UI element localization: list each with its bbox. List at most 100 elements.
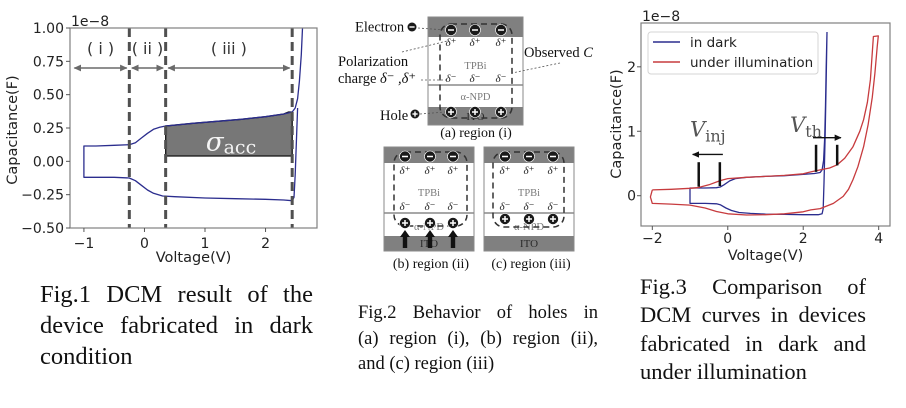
negative-polarization-charge: δ⁻	[400, 201, 411, 213]
ito-label: ITO	[520, 238, 538, 250]
caption-line: condition	[40, 343, 133, 370]
axes-frame	[640, 22, 891, 227]
y-tick-label: 1	[627, 124, 636, 140]
hole-icon	[445, 106, 457, 118]
hole-icon	[424, 217, 436, 229]
electron-icon	[447, 150, 459, 163]
threshold-label-inj: Vinj	[690, 118, 726, 146]
y-tick-label: −0.50	[21, 221, 64, 237]
hole-leader-line	[419, 111, 446, 115]
observed-prefix: Observed	[524, 45, 583, 61]
electron-icon	[523, 150, 535, 163]
ito-layer	[484, 236, 574, 251]
observed-capacitance-outline	[439, 23, 513, 119]
x-tick-label: 4	[874, 231, 883, 247]
y-tick-label: 0.75	[33, 54, 64, 70]
x-tick-label: 1	[201, 236, 210, 252]
sigma-acc-label: σacc	[206, 128, 256, 159]
threshold-symbol: V	[690, 118, 707, 142]
x-axis-label: Voltage(V)	[156, 250, 232, 266]
y-tick-label: −0.25	[21, 188, 64, 204]
y-axis-label: Capacitance(F)	[5, 75, 21, 184]
region-label: ( ii )	[132, 39, 164, 58]
sigma-subscript: acc	[224, 137, 257, 159]
polarization-charge-prefix: charge	[338, 71, 380, 87]
tpbi-layer	[428, 37, 523, 85]
tpbi-layer	[384, 163, 474, 213]
observed-symbol: C	[583, 45, 593, 61]
polarization-label: Polarization	[338, 54, 409, 70]
tpbi-layer	[484, 163, 574, 213]
caption-line: DCM curves in devices	[640, 302, 866, 328]
region-label: ( iii )	[211, 39, 247, 58]
positive-polarization-charge: δ⁺	[500, 165, 511, 177]
electron-icon	[499, 150, 511, 163]
electron-icon	[445, 24, 457, 36]
electron-label: Electron	[355, 20, 405, 36]
positive-polarization-charge: δ⁺	[400, 165, 411, 177]
caption-line: device fabricated in dark	[40, 312, 313, 339]
series-line-in-dark	[83, 28, 304, 202]
x-tick-label: 0	[140, 236, 149, 252]
electron-icon	[399, 150, 411, 163]
y-offset-label: 1e−8	[71, 14, 109, 30]
x-tick-label: 2	[261, 236, 270, 252]
positive-polarization-charge: δ⁺	[548, 165, 559, 177]
hole-icon	[495, 106, 507, 118]
y-tick-label: 0.25	[33, 121, 64, 137]
plot-area	[83, 28, 304, 202]
hole-icon	[410, 109, 420, 119]
panel-caption: (a) region (i)	[440, 126, 512, 141]
polarization-charge-label: charge δ⁻ ,δ⁺	[338, 71, 416, 87]
caption-line: under illumination	[640, 359, 807, 385]
caption-line: Fig.3 Comparison of	[640, 274, 866, 299]
figure-3-caption: Fig.3 Comparison of DCM curves in device…	[640, 273, 866, 387]
negative-polarization-charge: δ⁻	[548, 201, 559, 213]
panel-caption: (b) region (ii)	[393, 257, 470, 272]
hole-icon	[547, 213, 559, 225]
hole-icon	[469, 106, 481, 118]
legend-label-under-illumination: under illumination	[690, 55, 813, 71]
threshold-symbol: V	[790, 113, 807, 137]
y-tick-label: 1.00	[33, 21, 64, 37]
x-tick-label: −2	[642, 231, 663, 247]
negative-polarization-charge: δ⁻	[425, 201, 436, 213]
hole-injection-arrow-icon	[400, 230, 410, 248]
npd-layer	[428, 85, 523, 107]
y-tick-label: 0.50	[33, 88, 64, 104]
positive-polarization-charge: δ⁺	[448, 165, 459, 177]
x-tick-label: 0	[723, 231, 732, 247]
positive-polarization-charge: δ⁺	[446, 37, 457, 49]
caption-line: Fig.1 DCM result of the	[40, 281, 313, 308]
region-label: ( i )	[87, 39, 114, 58]
legend-box	[647, 31, 819, 75]
electron-icon	[547, 150, 559, 163]
plot-area	[649, 31, 879, 216]
hole-injection-arrow-icon	[448, 230, 458, 248]
positive-polarization-charge: δ⁺	[496, 37, 507, 49]
sigma-symbol: σ	[206, 128, 225, 158]
hole-icon	[499, 213, 511, 225]
negative-polarization-charge: δ⁻	[524, 201, 535, 213]
negative-polarization-charge: δ⁻	[500, 201, 511, 213]
y-tick-label: 2	[627, 60, 636, 76]
x-tick-label: 2	[799, 231, 808, 247]
caption-line: Fig.2 Behavior of holes in	[358, 303, 598, 323]
y-tick-label: 0.00	[33, 154, 64, 170]
y-axis-label: Capacitance(F)	[609, 69, 625, 178]
electron-icon	[469, 24, 481, 36]
negative-polarization-charge: δ⁻	[496, 73, 507, 85]
panel-caption: (c) region (iii)	[491, 257, 571, 272]
electron-icon	[424, 150, 436, 163]
threshold-label-th: Vth	[790, 113, 822, 141]
series-line-under-illumination	[649, 35, 879, 216]
y-tick-label: 0	[627, 189, 636, 205]
positive-polarization-charge: δ⁺	[524, 165, 535, 177]
diagram-annotations: Electron Polarization charge δ⁻ ,δ⁺ Obse…	[338, 20, 593, 125]
